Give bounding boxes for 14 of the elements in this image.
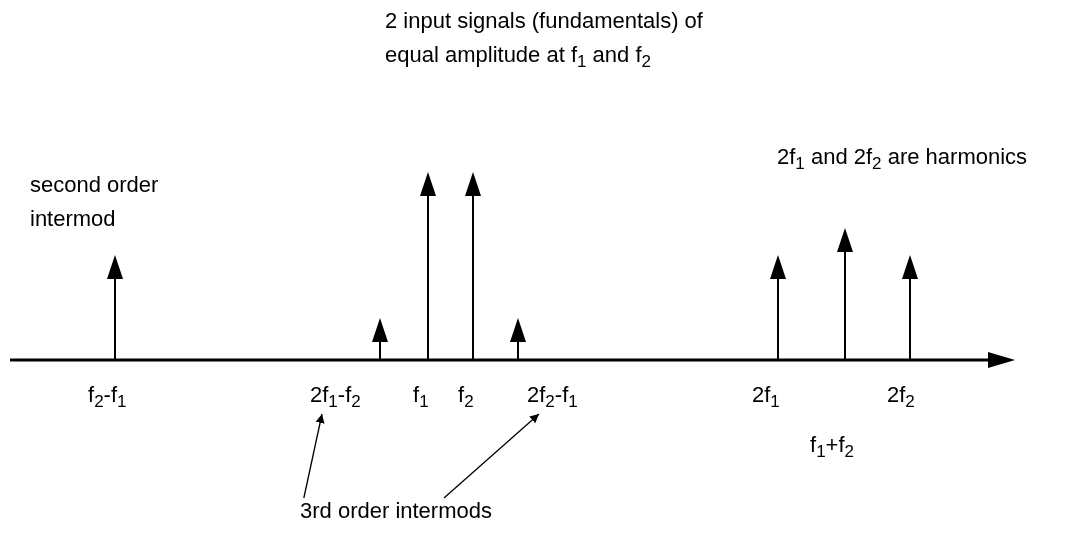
- annotation-text: second order intermod: [30, 171, 160, 233]
- frequency-label: 2f$_{1}$: [752, 381, 780, 412]
- frequency-label: 2f$_{2}$: [887, 381, 915, 412]
- frequency-label: f$_{1}$+f$_{2}$: [810, 431, 855, 462]
- frequency-label: f$_{2}$-f$_{1}$: [88, 381, 127, 412]
- annotation-text: 2 input signals (fundamentals) of equal amplitude at f$_{1}$ and f$_{2}$: [385, 7, 704, 72]
- annotation-text: 2f$_{1}$ and 2f$_{2}$ are harmonics: [777, 143, 1028, 174]
- annotation-text: 3rd order intermods: [300, 494, 492, 528]
- frequency-label: 2f$_{2}$-f$_{1}$: [527, 378, 578, 412]
- frequency-label: 2f$_{1}$-f$_{2}$: [310, 378, 361, 412]
- frequency-label: f$_{2}$: [458, 381, 474, 412]
- leader-arrow: [303, 413, 325, 499]
- leader-arrow: [443, 413, 540, 499]
- frequency-label: f$_{1}$: [413, 381, 429, 412]
